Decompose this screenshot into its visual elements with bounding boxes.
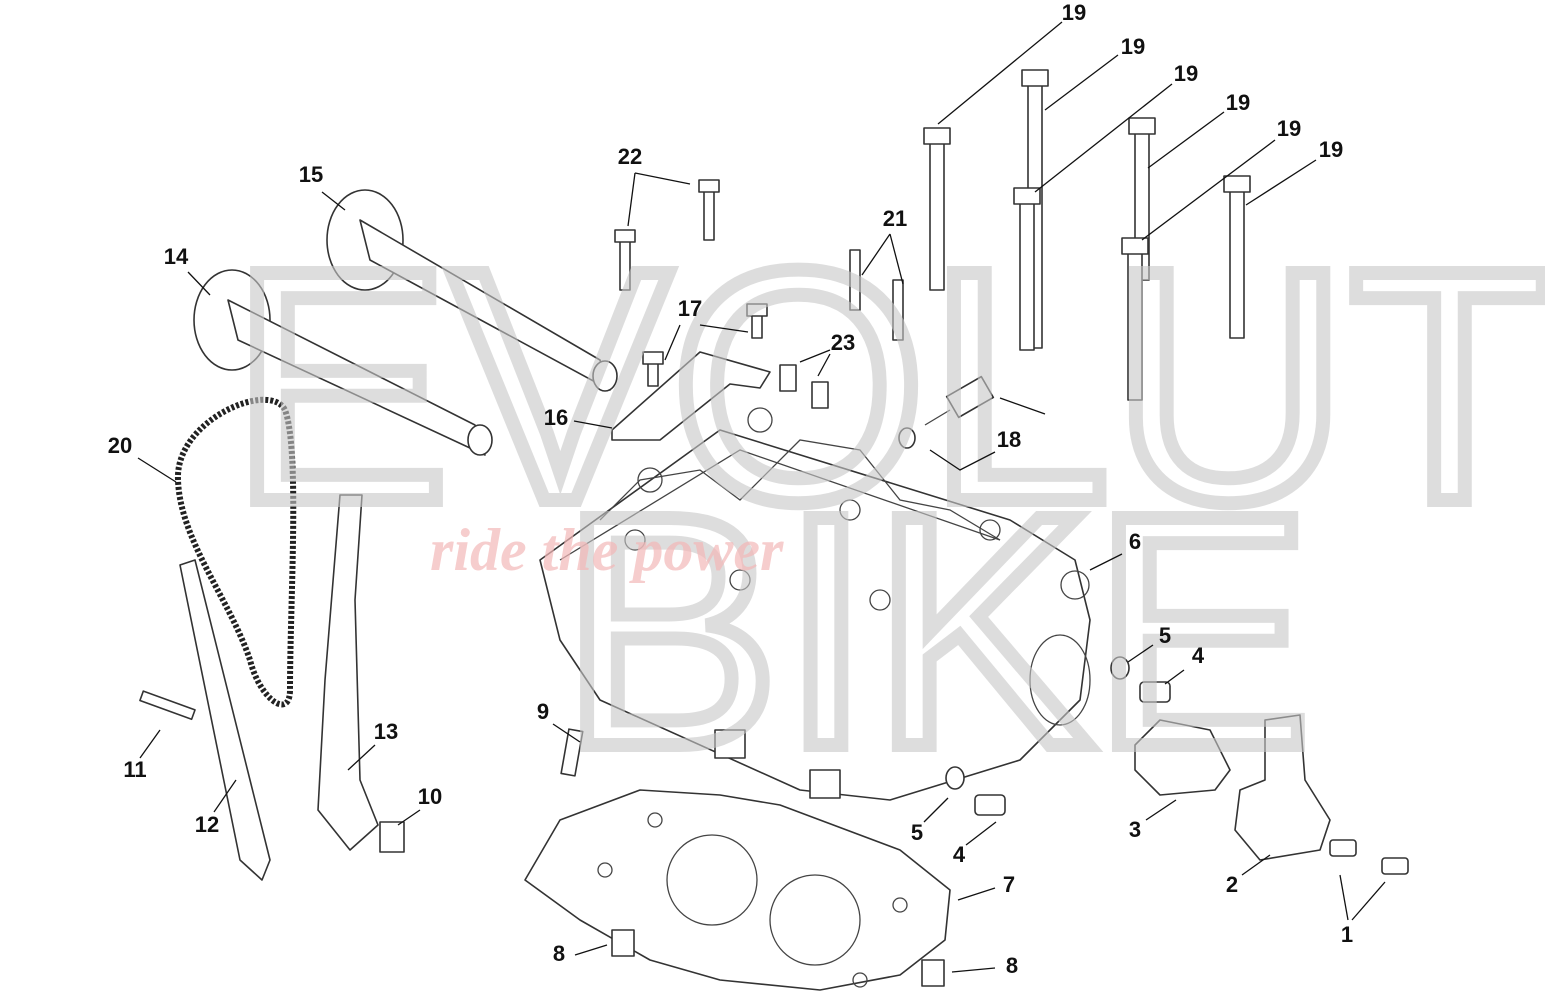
spacer (379, 821, 405, 853)
callout-10: 10 (418, 784, 442, 809)
callout-8: 8 (1006, 953, 1018, 978)
washer (945, 766, 965, 790)
callout-17: 17 (678, 296, 702, 321)
watermark-line1: EVOLUTION (230, 201, 1545, 570)
bolt (1381, 857, 1409, 875)
dowel (921, 959, 945, 987)
washer (1110, 656, 1130, 680)
head-bolts (923, 69, 1251, 401)
leader-lines (137, 21, 1386, 973)
head-gasket (524, 789, 951, 991)
callout-19: 19 (1277, 116, 1301, 141)
callout-16: 16 (544, 405, 568, 430)
callout-6: 6 (1129, 529, 1141, 554)
callout-18: 18 (997, 427, 1021, 452)
bolt (1329, 839, 1357, 857)
callout-19: 19 (1121, 34, 1145, 59)
water-outlet-housing (1234, 714, 1331, 861)
temperature-sensor (898, 375, 995, 449)
bolt (1139, 681, 1171, 703)
watermark-line2: BIKE (560, 446, 1312, 815)
callout-3: 3 (1129, 817, 1141, 842)
cylinder-head (539, 407, 1091, 801)
callout-15: 15 (299, 162, 323, 187)
dowel (611, 929, 635, 957)
watermark: EVOLUTION BIKE ride the power (223, 194, 1545, 822)
callout-19: 19 (1226, 90, 1250, 115)
watermark-slogan: ride the power (430, 517, 784, 583)
callout-22: 22 (618, 144, 642, 169)
callout-5: 5 (911, 820, 923, 845)
camshaft-intake (193, 269, 493, 456)
callout-21: 21 (883, 206, 907, 231)
callout-1: 1 (1341, 922, 1353, 947)
chain-guide (179, 559, 271, 881)
callout-8: 8 (553, 941, 565, 966)
callout-19: 19 (1319, 137, 1343, 162)
timing-chain (174, 396, 297, 708)
callout-4: 4 (953, 842, 966, 867)
callout-12: 12 (195, 812, 219, 837)
callout-7: 7 (1003, 872, 1015, 897)
callout-11: 11 (123, 757, 146, 782)
callout-labels: 19 19 19 19 19 19 22 15 14 21 17 23 16 1… (108, 0, 1353, 978)
camshaft-exhaust (326, 189, 618, 392)
callout-20: 20 (108, 433, 132, 458)
injector-pin (849, 249, 861, 311)
injector-pin (892, 279, 904, 341)
dowel-pin (811, 381, 829, 409)
callout-2: 2 (1226, 872, 1238, 897)
callout-9: 9 (537, 699, 549, 724)
callout-13: 13 (374, 719, 398, 744)
guide-bolt (139, 690, 196, 721)
thermostat (1134, 719, 1231, 796)
callout-14: 14 (164, 244, 189, 269)
dowel-pin (779, 364, 797, 392)
callout-5: 5 (1159, 623, 1171, 648)
callout-23: 23 (831, 330, 855, 355)
callout-19: 19 (1174, 61, 1198, 86)
chain-tensioner-blade (317, 494, 379, 851)
bolt (974, 794, 1006, 816)
small-bolts (614, 179, 768, 387)
bracket (611, 351, 771, 441)
callout-19: 19 (1062, 0, 1086, 25)
callout-4: 4 (1192, 643, 1205, 668)
